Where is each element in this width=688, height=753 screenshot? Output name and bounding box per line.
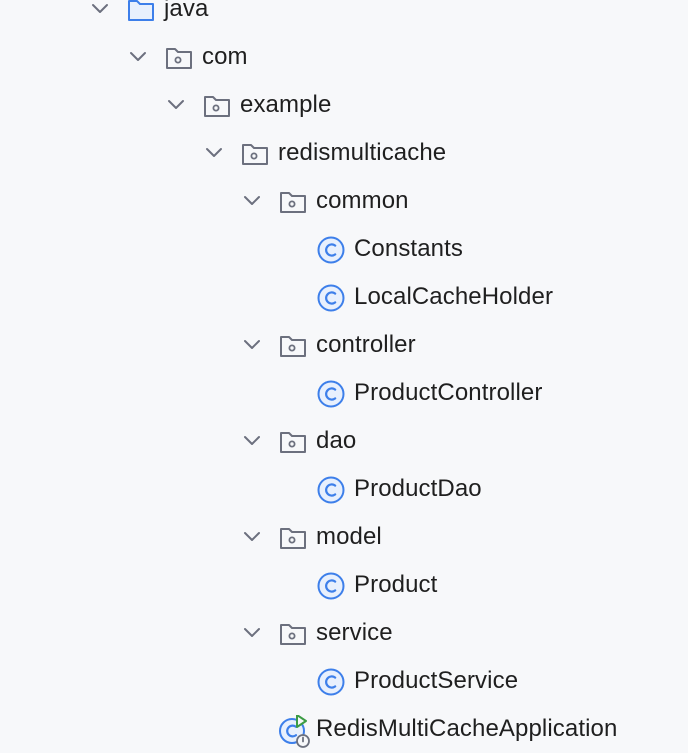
chevron-down-icon[interactable] xyxy=(240,525,264,549)
tree-row-redismulticacheapplication[interactable]: RedisMultiCacheApplication xyxy=(0,705,688,753)
chevron-down-icon[interactable] xyxy=(240,189,264,213)
tree-row-dao[interactable]: dao xyxy=(0,417,688,465)
tree-label: ProductController xyxy=(354,379,543,406)
chevron-down-icon[interactable] xyxy=(88,0,112,21)
tree-label: ProductService xyxy=(354,667,519,694)
tree-row-localcacheholder[interactable]: LocalCacheHolder xyxy=(0,273,688,321)
spring-boot-run-class-icon xyxy=(278,715,310,748)
tree-row-model[interactable]: model xyxy=(0,513,688,561)
package-folder-icon xyxy=(202,91,232,121)
package-folder-icon xyxy=(278,619,308,649)
chevron-down-icon[interactable] xyxy=(126,45,150,69)
tree-label: example xyxy=(240,91,332,118)
class-icon xyxy=(316,475,346,505)
tree-row-redismulticache[interactable]: redismulticache xyxy=(0,129,688,177)
chevron-down-icon[interactable] xyxy=(240,621,264,645)
package-folder-icon xyxy=(278,523,308,553)
package-folder-icon xyxy=(278,187,308,217)
chevron-down-icon[interactable] xyxy=(164,93,188,117)
chevron-down-icon[interactable] xyxy=(240,333,264,357)
chevron-down-icon[interactable] xyxy=(202,141,226,165)
package-folder-icon xyxy=(278,331,308,361)
tree-label: com xyxy=(202,43,248,70)
tree-label: model xyxy=(316,523,382,550)
tree-row-constants[interactable]: Constants xyxy=(0,225,688,273)
class-icon xyxy=(316,667,346,697)
package-folder-icon xyxy=(278,427,308,457)
tree-label: common xyxy=(316,187,409,214)
tree-row-controller[interactable]: controller xyxy=(0,321,688,369)
tree-label: LocalCacheHolder xyxy=(354,283,554,310)
tree-label: controller xyxy=(316,331,416,358)
package-folder-icon xyxy=(164,43,194,73)
class-icon xyxy=(316,571,346,601)
tree-label: Product xyxy=(354,571,438,598)
tree-row-productdao[interactable]: ProductDao xyxy=(0,465,688,513)
class-icon xyxy=(316,235,346,265)
tree-label: RedisMultiCacheApplication xyxy=(316,715,618,742)
tree-row-common[interactable]: common xyxy=(0,177,688,225)
tree-row-productcontroller[interactable]: ProductController xyxy=(0,369,688,417)
source-folder-icon xyxy=(126,0,156,25)
class-icon xyxy=(316,283,346,313)
tree-row-example[interactable]: example xyxy=(0,81,688,129)
tree-row-java[interactable]: java xyxy=(0,0,688,33)
tree-label: dao xyxy=(316,427,357,454)
chevron-down-icon[interactable] xyxy=(240,429,264,453)
class-icon xyxy=(316,379,346,409)
tree-row-productservice[interactable]: ProductService xyxy=(0,657,688,705)
tree-row-product[interactable]: Product xyxy=(0,561,688,609)
tree-label: ProductDao xyxy=(354,475,482,502)
tree-label: Constants xyxy=(354,235,463,262)
tree-label: redismulticache xyxy=(278,139,447,166)
tree-label: service xyxy=(316,619,393,646)
tree-row-com[interactable]: com xyxy=(0,33,688,81)
package-folder-icon xyxy=(240,139,270,169)
tree-label: java xyxy=(164,0,209,22)
tree-row-service[interactable]: service xyxy=(0,609,688,657)
